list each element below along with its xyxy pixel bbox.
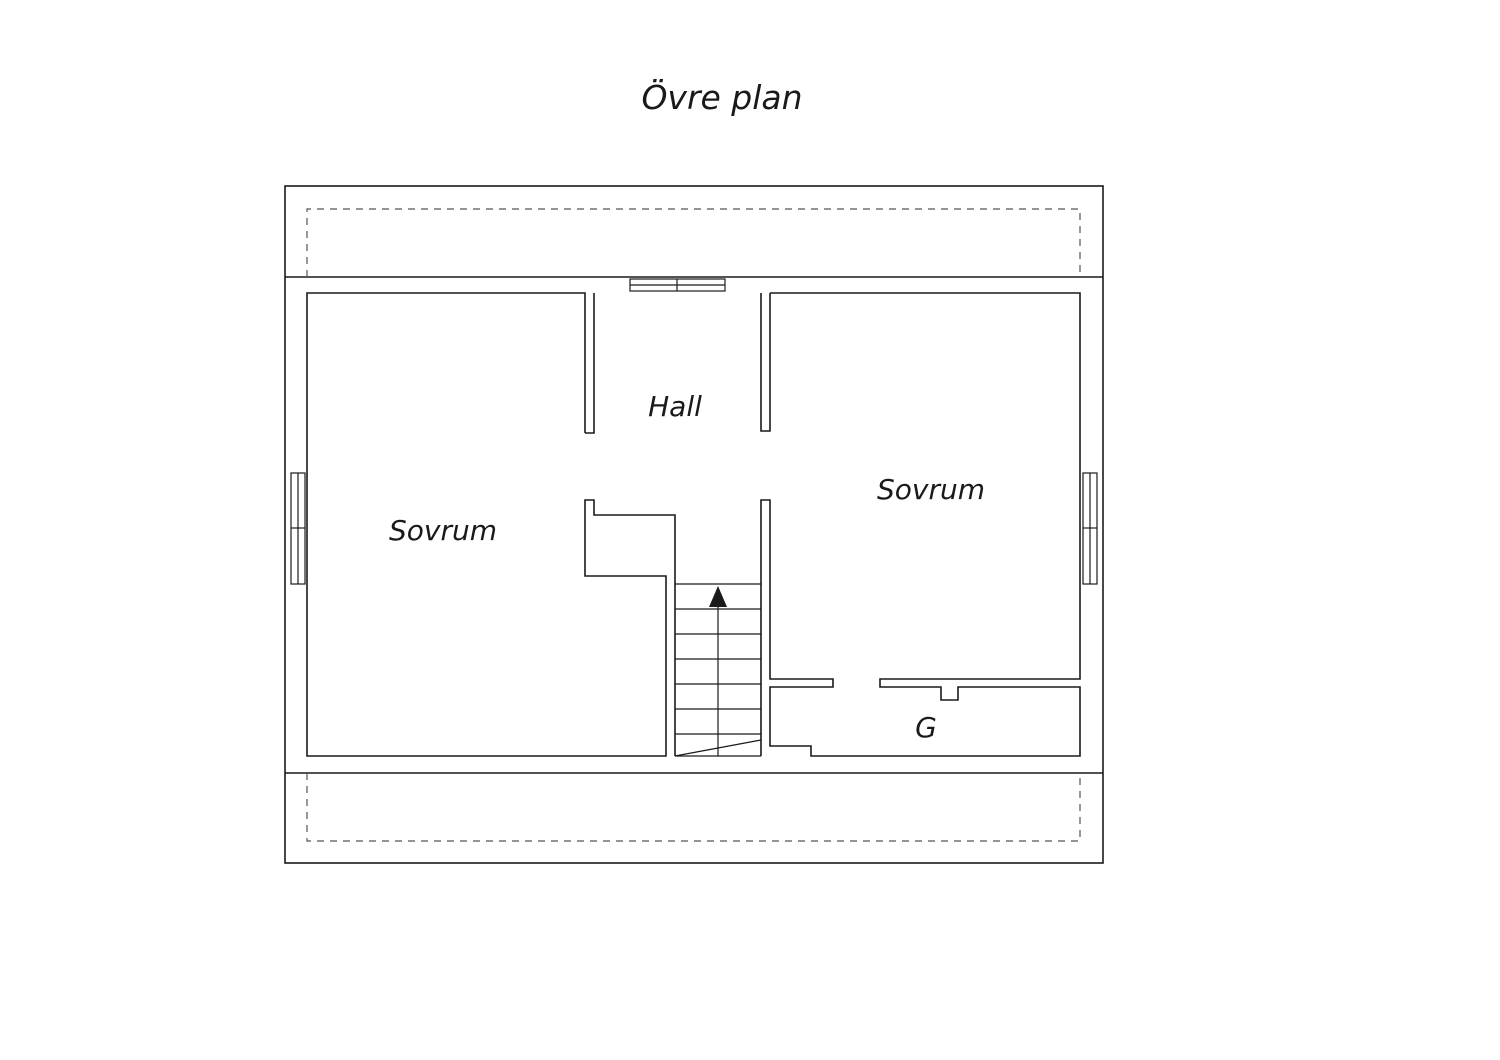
room-label-hall: Hall	[648, 390, 702, 423]
window-right	[1082, 472, 1098, 585]
bedroom-right-walls	[760, 292, 1081, 757]
window-left	[290, 472, 306, 585]
room-label-bedroom-right: Sovrum	[877, 473, 985, 506]
roof-outline	[284, 185, 1104, 864]
up-arrow-icon	[709, 586, 727, 607]
window-top	[629, 278, 726, 292]
hall-wall-left	[585, 293, 595, 434]
attic-boundary-top	[306, 208, 1081, 277]
staircase	[674, 583, 762, 757]
hall-wall-right	[760, 293, 771, 432]
bedroom-left-walls	[306, 292, 676, 757]
attic-boundary-bottom	[306, 773, 1081, 842]
floor-title: Övre plan	[641, 77, 802, 117]
room-label-bedroom-left: Sovrum	[389, 514, 497, 547]
room-label-closet: G	[915, 711, 937, 744]
